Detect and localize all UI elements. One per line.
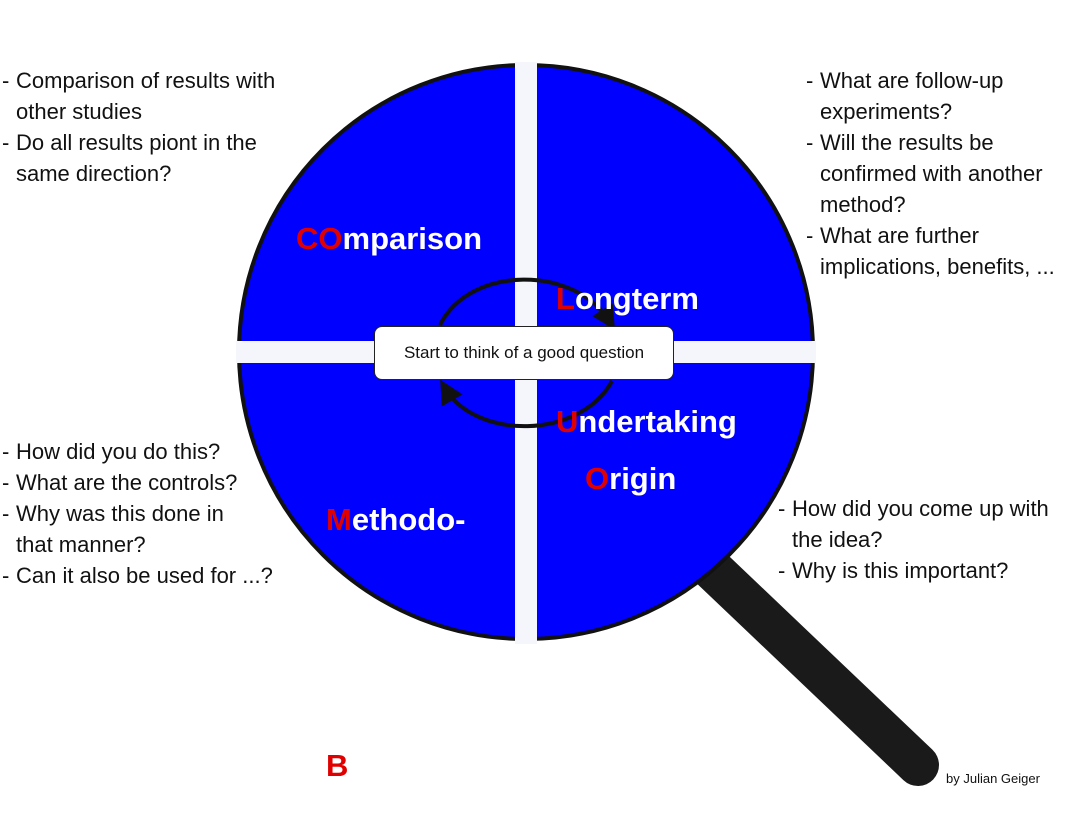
note-item: Why was this done in that manner? <box>2 498 273 560</box>
author-credit: by Julian Geiger <box>946 771 1040 786</box>
note-line: experiments? <box>820 99 953 124</box>
label-rest: rigin <box>609 461 677 496</box>
label-rest: mparison <box>342 221 483 256</box>
cycle-arrow-top <box>438 277 616 331</box>
note-item: How did you do this? <box>2 436 273 467</box>
highlight-letters: M <box>326 502 352 537</box>
note-line: Can it also be used for ...? <box>16 563 273 588</box>
center-question-box: Start to think of a good question <box>374 326 674 380</box>
note-item: Will the results be confirmed with anothe… <box>806 127 1055 220</box>
note-line: What are the controls? <box>16 470 238 495</box>
note-line: Why is this important? <box>792 558 1009 583</box>
highlight-letters: L <box>556 281 575 316</box>
note-line: that manner? <box>16 532 146 557</box>
cycle-arrow-bottom <box>440 379 614 429</box>
quadrant-label-longterm-undertaking: Longterm Undertaking <box>556 196 737 483</box>
note-line: How did you do this? <box>16 439 221 464</box>
note-item: How did you come up with the idea? <box>778 493 1049 555</box>
note-line: implications, benefits, ... <box>820 254 1055 279</box>
note-line: the idea? <box>792 527 883 552</box>
label-rest: uilding <box>348 748 450 783</box>
note-item: What are further implications, benefits, … <box>806 220 1055 282</box>
highlight-letters: U <box>556 404 579 439</box>
note-item: Why is this important? <box>778 555 1049 586</box>
quadrant-label-origin: Origin <box>585 458 676 499</box>
note-item: What are the controls? <box>2 467 273 498</box>
note-line: method? <box>820 192 906 217</box>
notes-methodological-building: How did you do this? What are the contro… <box>2 436 273 591</box>
note-line: What are further <box>820 223 979 248</box>
label-line: Building <box>326 745 465 786</box>
note-item: Do all results piont in the same directio… <box>2 127 275 189</box>
quadrant-label-methodological-building: Methodo- logical Building <box>326 417 465 827</box>
label-rest: ethodo- <box>351 502 466 537</box>
note-item: What are follow-up experiments? <box>806 65 1055 127</box>
note-line: Will the results be <box>820 130 994 155</box>
quadrant-label-comparison: COmparison <box>296 218 482 259</box>
label-rest: logical <box>326 625 451 660</box>
note-line: How did you come up with <box>792 496 1049 521</box>
label-line: Longterm <box>556 278 737 319</box>
notes-longterm-undertaking: What are follow-up experiments? Will the … <box>806 65 1055 282</box>
label-line: logical <box>326 622 465 663</box>
highlight-letters: CO <box>296 221 343 256</box>
note-item: Comparison of results with other studies <box>2 65 275 127</box>
note-line: Why was this done in <box>16 501 224 526</box>
magnifier-handle <box>669 527 939 786</box>
note-line: What are follow-up <box>820 68 1004 93</box>
highlight-letters: B <box>326 748 349 783</box>
label-rest: ongterm <box>574 281 699 316</box>
highlight-letters: O <box>585 461 610 496</box>
notes-origin: How did you come up with the idea? Why is… <box>778 493 1049 586</box>
note-line: Do all results piont in the <box>16 130 257 155</box>
note-line: other studies <box>16 99 142 124</box>
note-line: confirmed with another <box>820 161 1043 186</box>
note-item: Can it also be used for ...? <box>2 560 273 591</box>
label-rest: ndertaking <box>578 404 737 439</box>
note-line: Comparison of results with <box>16 68 276 93</box>
label-line: Undertaking <box>556 401 737 442</box>
note-line: same direction? <box>16 161 172 186</box>
label-line: Methodo- <box>326 499 465 540</box>
